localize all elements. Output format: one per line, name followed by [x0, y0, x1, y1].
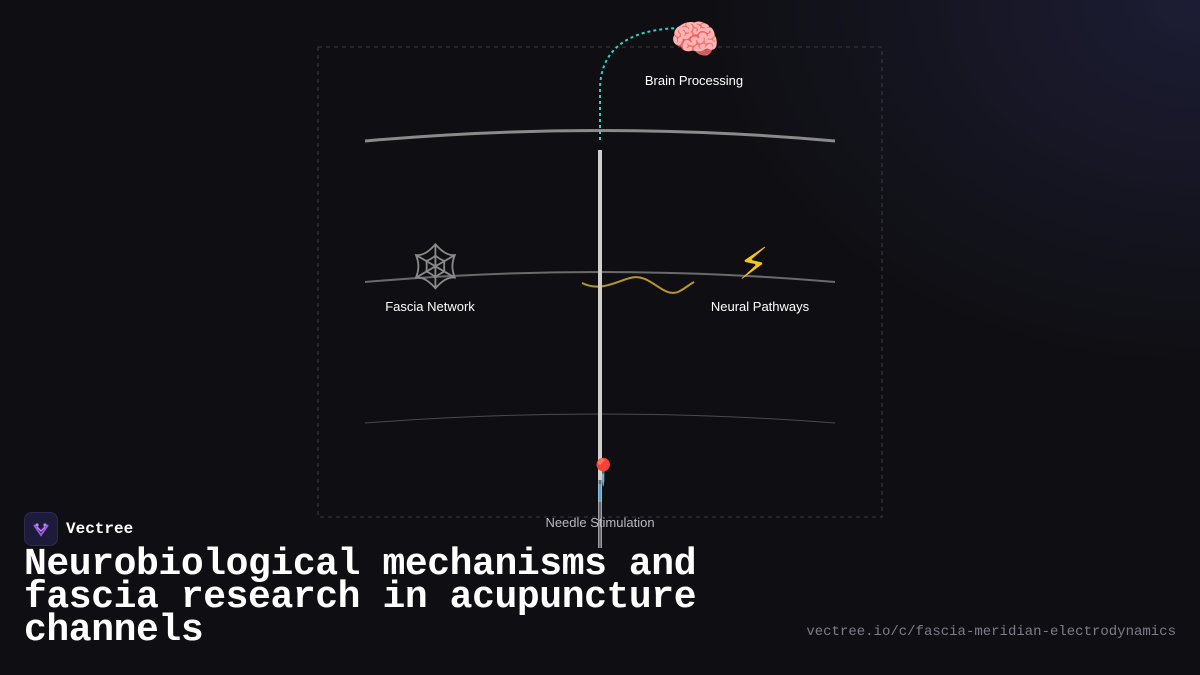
needle-stimulation-label: Needle Stimulation [545, 515, 655, 530]
neural-wave-line [581, 276, 695, 294]
page-title: Neurobiological mechanisms and fascia re… [24, 543, 697, 652]
brain-processing-label: Brain Processing [644, 73, 744, 88]
brand-logo [24, 512, 58, 546]
brand: Vectree [24, 512, 133, 546]
pin-icon: 📍 [587, 458, 620, 488]
spider-web-icon: 🕸 [406, 239, 465, 293]
lightning-icon: ⚡ [738, 239, 769, 290]
brand-name: Vectree [66, 520, 134, 538]
fascia-network-label: Fascia Network [385, 299, 475, 314]
source-url[interactable]: vectree.io/c/fascia-meridian-electrodyna… [806, 624, 1176, 640]
signal-path-line [599, 27, 681, 140]
brain-icon: 🧠 [670, 17, 720, 63]
skin-layer-line [364, 129, 836, 143]
vectree-logo-icon [33, 523, 49, 537]
neural-pathways-label: Neural Pathways [710, 299, 810, 314]
